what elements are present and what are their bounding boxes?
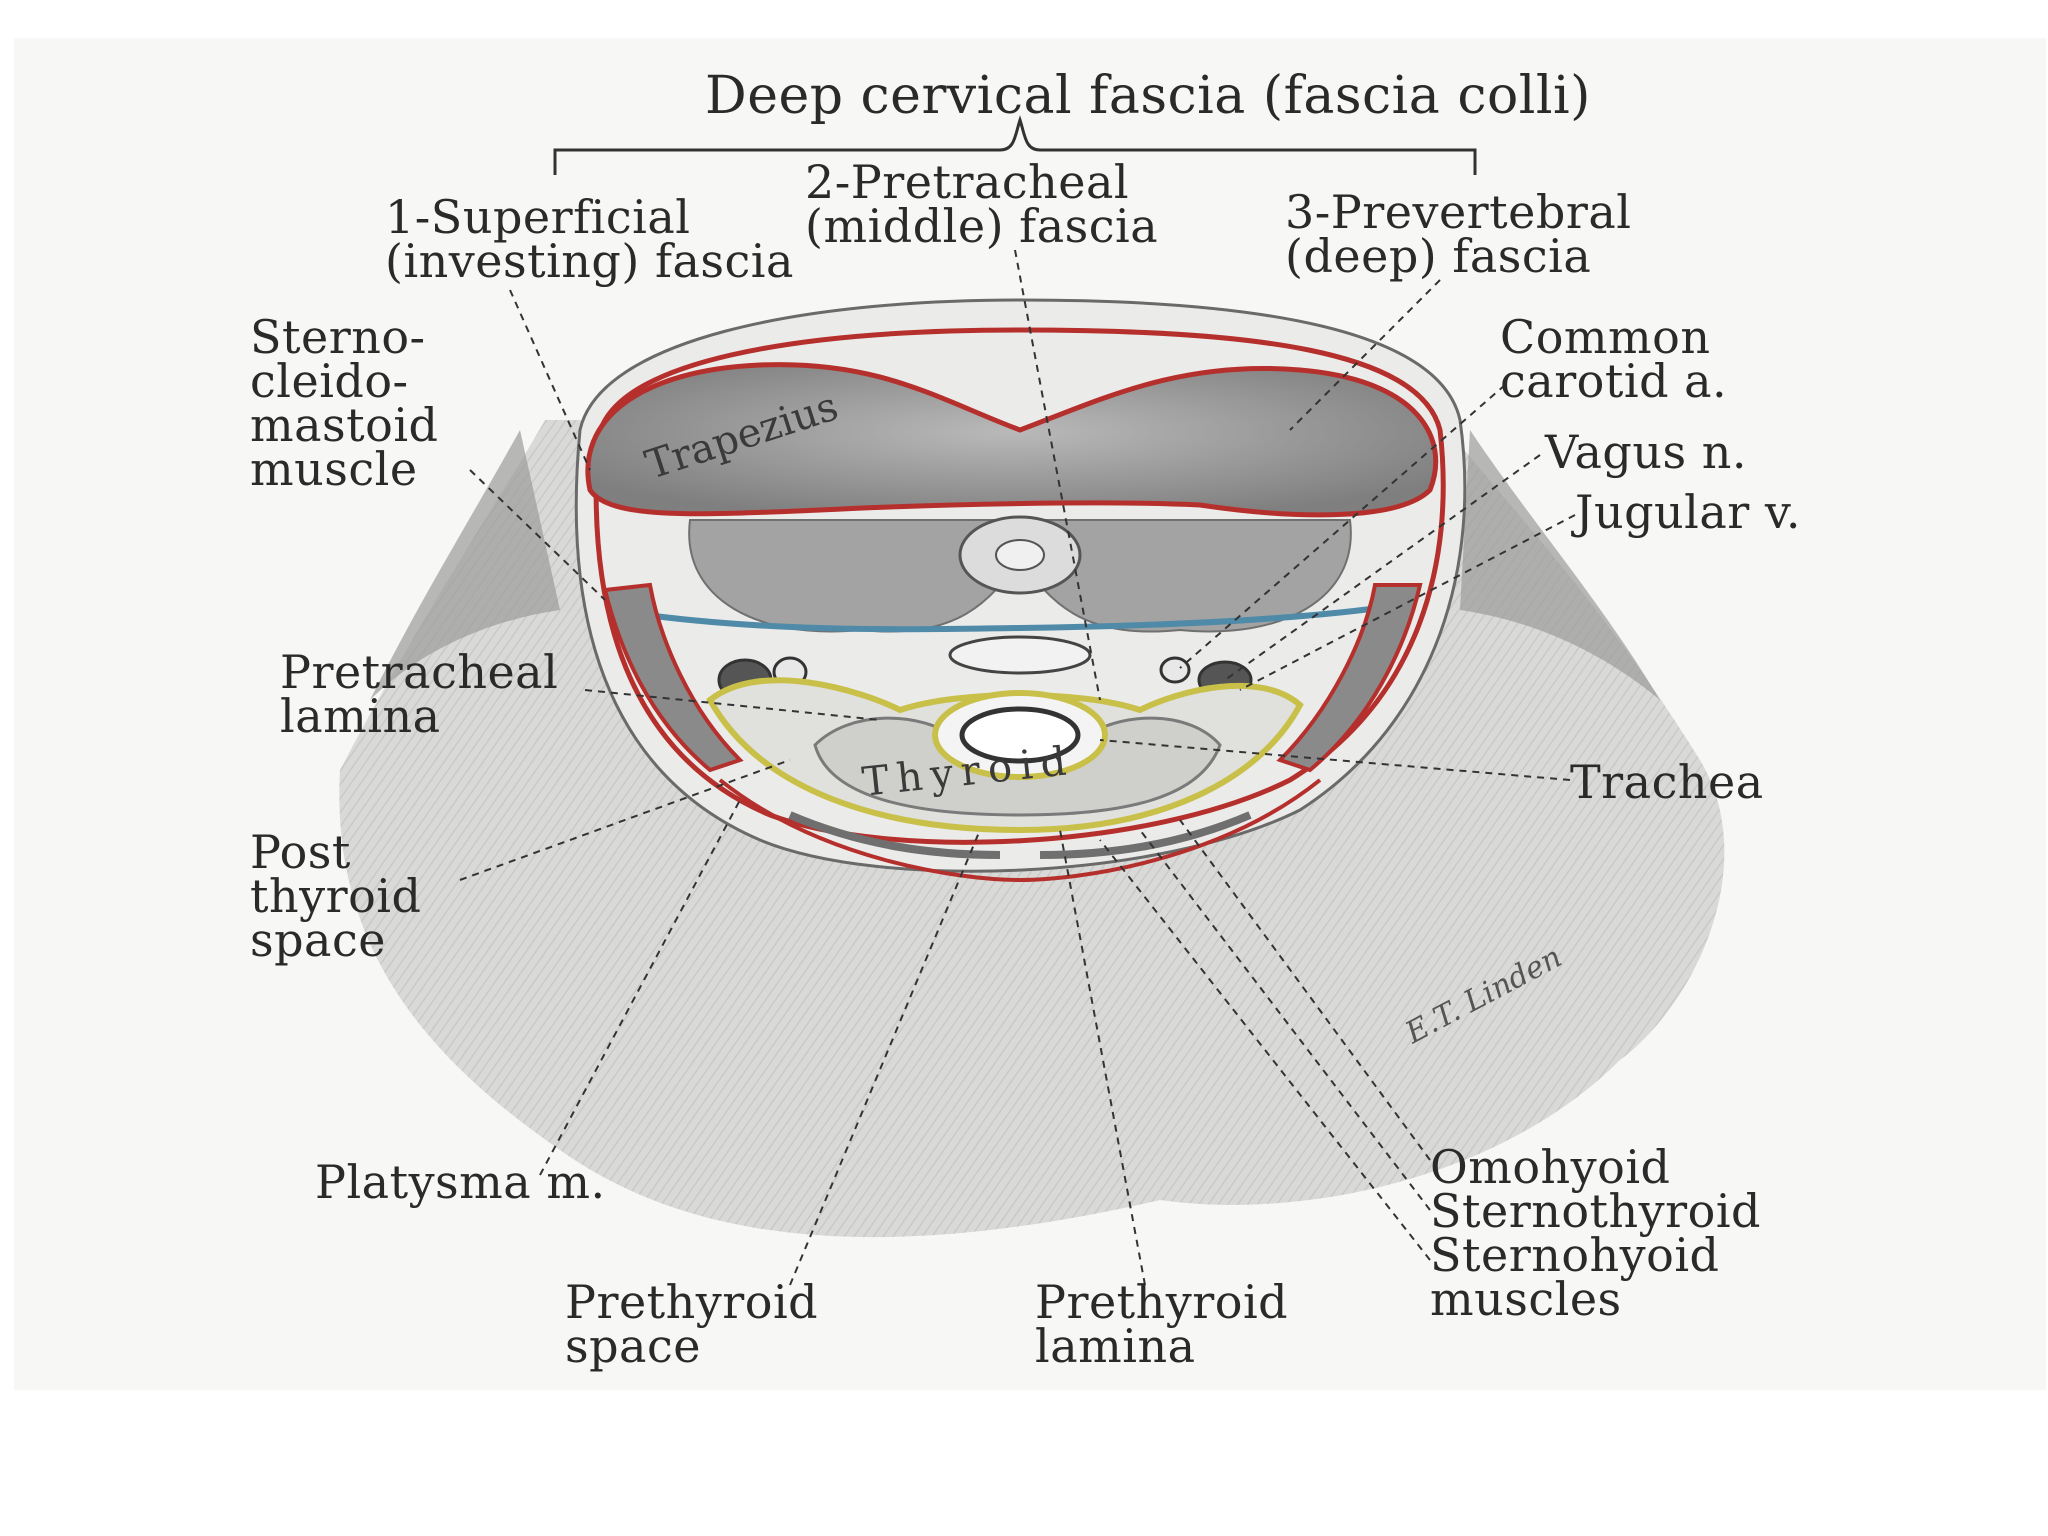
label-pretracheal-fascia: 2-Pretracheal (middle) fascia (805, 155, 1159, 253)
investing-fascia-anterior (718, 778, 1322, 883)
label-strap-muscles: Omohyoid Sternothyroid Sternohyoid muscl… (1430, 1140, 1761, 1326)
leader-lines (459, 249, 1576, 1286)
leader-trachea (1099, 739, 1571, 781)
strap-muscles-right (1039, 811, 1252, 859)
left-shoulder-dark (370, 430, 560, 700)
leader-prethyroid-space (789, 829, 981, 1286)
leader-platysma (539, 799, 741, 1176)
strap-muscles-left (788, 811, 1001, 859)
label-prevertebral-fascia: 3-Prevertebral (deep) fascia (1285, 185, 1632, 283)
label-platysma: Platysma m. (315, 1155, 606, 1209)
leader-sternocleidomastoid (469, 469, 606, 601)
trapezius-compartment (585, 362, 1439, 518)
label-common-carotid: Common carotid a. (1500, 310, 1728, 408)
vertebral-canal (995, 539, 1045, 571)
leader-pretracheal-lamina (584, 689, 881, 721)
right-shoulder-dark (1460, 430, 1660, 700)
leader-prevertebral-fascia (1289, 279, 1441, 431)
label-superficial-fascia: 1-Superficial (investing) fascia (385, 190, 794, 288)
label-pretracheal-lamina: Pretracheal lamina (280, 645, 559, 743)
leader-jugular (1239, 514, 1576, 691)
investing-fascia-ring (593, 327, 1446, 845)
leader-superficial-fascia (509, 289, 591, 471)
left-sternocleidomastoid (602, 582, 744, 773)
vertebral-body (948, 635, 1092, 675)
leader-common-carotid (1179, 384, 1506, 669)
label-prethyroid-lamina: Prethyroid lamina (1035, 1275, 1289, 1373)
leader-sternohyoid (1099, 839, 1431, 1261)
right-sternocleidomastoid (1276, 583, 1423, 773)
prevertebral-fascia-line (624, 602, 1401, 633)
leader-sternothyroid (1139, 829, 1431, 1211)
label-prethyroid-space: Prethyroid space (565, 1275, 819, 1373)
label-vagus: Vagus n. (1545, 425, 1747, 479)
diagram-title: Deep cervical fascia (fascia colli) (705, 66, 1591, 126)
title-bracket (553, 115, 1477, 175)
trachea-lumen (959, 706, 1081, 764)
leader-post-thyroid-space (459, 759, 791, 881)
label-sternocleidomastoid: Sterno- cleido- mastoid muscle (250, 310, 439, 496)
right-carotid-artery (1159, 656, 1191, 684)
leader-omohyoid (1179, 819, 1431, 1161)
label-trachea: Trachea (1570, 755, 1764, 809)
label-post-thyroid-space: Post thyroid space (250, 825, 422, 967)
label-jugular: Jugular v. (1575, 485, 1802, 539)
leader-pretracheal-fascia (1014, 249, 1101, 701)
